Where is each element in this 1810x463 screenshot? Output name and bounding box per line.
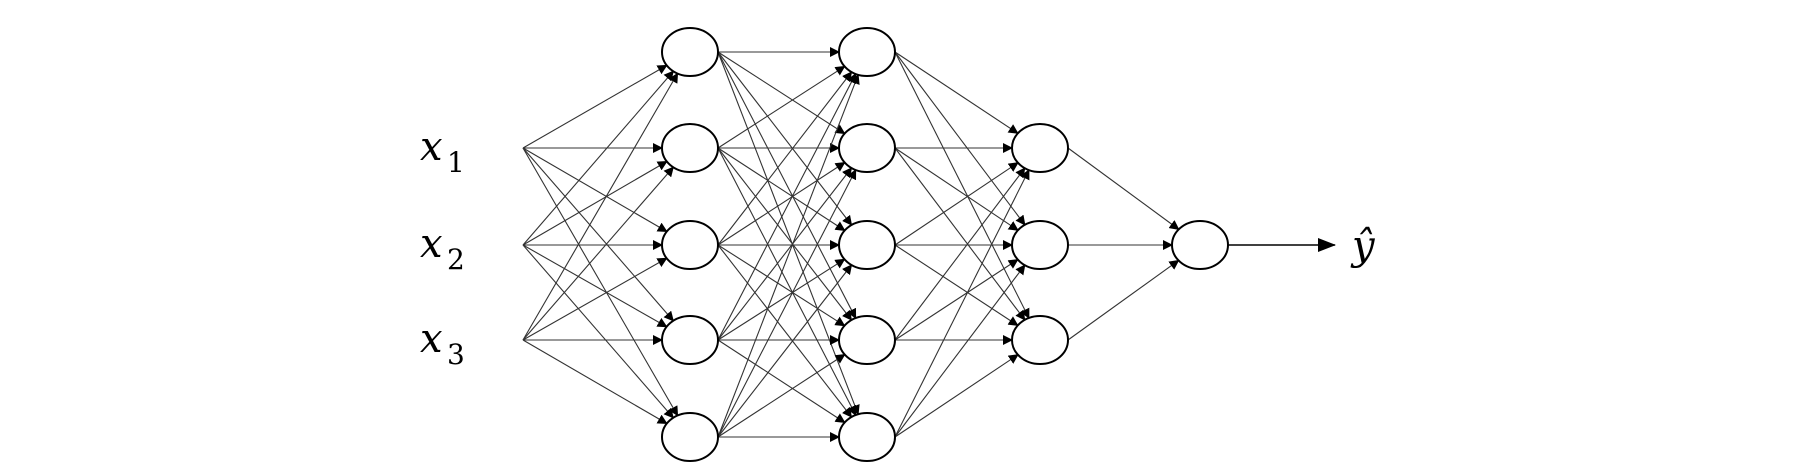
edge-l1n3-l2n2 xyxy=(717,161,846,246)
edge-l2n5-l3n3 xyxy=(894,354,1019,438)
edge-l1n3-l2n4 xyxy=(717,244,846,327)
neuron-layer1-node2 xyxy=(661,123,719,173)
neuron-layer3-node3 xyxy=(1011,315,1069,365)
edge-input3-l1n3 xyxy=(522,257,668,341)
edge-l3n3-l4n1 xyxy=(1067,259,1180,341)
connection-edges xyxy=(522,47,1180,442)
edge-l1n1-l2n2 xyxy=(717,51,846,135)
edge-l1n4-l2n5 xyxy=(717,339,846,424)
edge-l1n2-l2n1 xyxy=(717,65,846,149)
edge-input2-l1n1 xyxy=(522,70,674,246)
edge-input3-l1n2 xyxy=(522,166,674,341)
edge-l1n1-l2n5 xyxy=(717,51,860,416)
edge-input1-l1n5 xyxy=(522,147,679,417)
neuron-layer1-node3 xyxy=(661,220,719,270)
input-label-2: x xyxy=(420,221,443,267)
neuron-layer2-node5 xyxy=(838,412,896,462)
edge-input1-l1n1 xyxy=(522,64,668,149)
neuron-layer3-node1 xyxy=(1011,123,1069,173)
edge-l1n3-l2n5 xyxy=(717,244,853,418)
edge-l1n4-l2n2 xyxy=(717,167,853,341)
edge-l2n3-l3n3 xyxy=(894,244,1019,326)
edge-input3-l1n1 xyxy=(522,72,679,341)
neuron-layer1-node4 xyxy=(661,315,719,365)
edge-l2n1-l3n2 xyxy=(894,51,1026,226)
edge-l1n2-l2n3 xyxy=(717,147,846,232)
edge-input2-l1n5 xyxy=(522,244,674,419)
edge-l3n1-l4n1 xyxy=(1067,147,1180,230)
edge-l2n2-l3n3 xyxy=(894,147,1026,321)
edge-l1n4-l2n3 xyxy=(717,258,846,341)
edge-input2-l1n2 xyxy=(522,160,668,246)
edge-input1-l1n4 xyxy=(522,147,674,322)
edge-l2n1-l3n3 xyxy=(894,51,1030,319)
edge-l1n1-l2n4 xyxy=(717,51,857,319)
edge-l1n4-l2n1 xyxy=(717,73,857,341)
edge-l2n4-l3n1 xyxy=(894,167,1026,341)
neuron-layer1-node5 xyxy=(661,412,719,462)
neuron-layer2-node3 xyxy=(838,220,896,270)
neuron-layer2-node1 xyxy=(838,27,896,77)
output-label: ŷ xyxy=(1350,223,1376,269)
edge-l1n2-l2n4 xyxy=(717,147,853,321)
input-subscript-3: 3 xyxy=(447,338,465,371)
network-nodes xyxy=(661,27,1229,462)
neuron-layer3-node2 xyxy=(1011,220,1069,270)
edge-l2n5-l3n1 xyxy=(894,169,1030,438)
neuron-layer2-node4 xyxy=(838,315,896,365)
input-label-3: x xyxy=(420,316,443,362)
edge-l2n1-l3n1 xyxy=(894,51,1019,134)
neuron-layer2-node2 xyxy=(838,123,896,173)
edge-input2-l1n4 xyxy=(522,244,668,328)
edge-l1n5-l2n3 xyxy=(717,264,853,438)
neuron-layer1-node1 xyxy=(661,27,719,77)
edge-l2n3-l3n1 xyxy=(894,162,1019,246)
input-subscript-2: 2 xyxy=(447,243,465,276)
input-subscript-1: 1 xyxy=(447,146,465,179)
input-label-1: x xyxy=(420,124,443,170)
neuron-layer4-node1 xyxy=(1171,220,1229,270)
edge-l2n2-l3n2 xyxy=(894,147,1019,231)
edge-input1-l1n3 xyxy=(522,147,668,233)
output-group: ŷ xyxy=(1228,223,1376,269)
edge-input3-l1n5 xyxy=(522,339,668,425)
edge-l2n5-l3n2 xyxy=(894,264,1026,438)
edge-l2n4-l3n2 xyxy=(894,259,1019,341)
edge-l1n5-l2n1 xyxy=(717,73,860,438)
edge-l1n1-l2n3 xyxy=(717,51,853,226)
edge-l1n3-l2n1 xyxy=(717,71,853,246)
edge-l1n5-l2n4 xyxy=(717,353,846,438)
edge-l1n5-l2n2 xyxy=(717,169,857,438)
edge-l1n2-l2n5 xyxy=(717,147,857,416)
